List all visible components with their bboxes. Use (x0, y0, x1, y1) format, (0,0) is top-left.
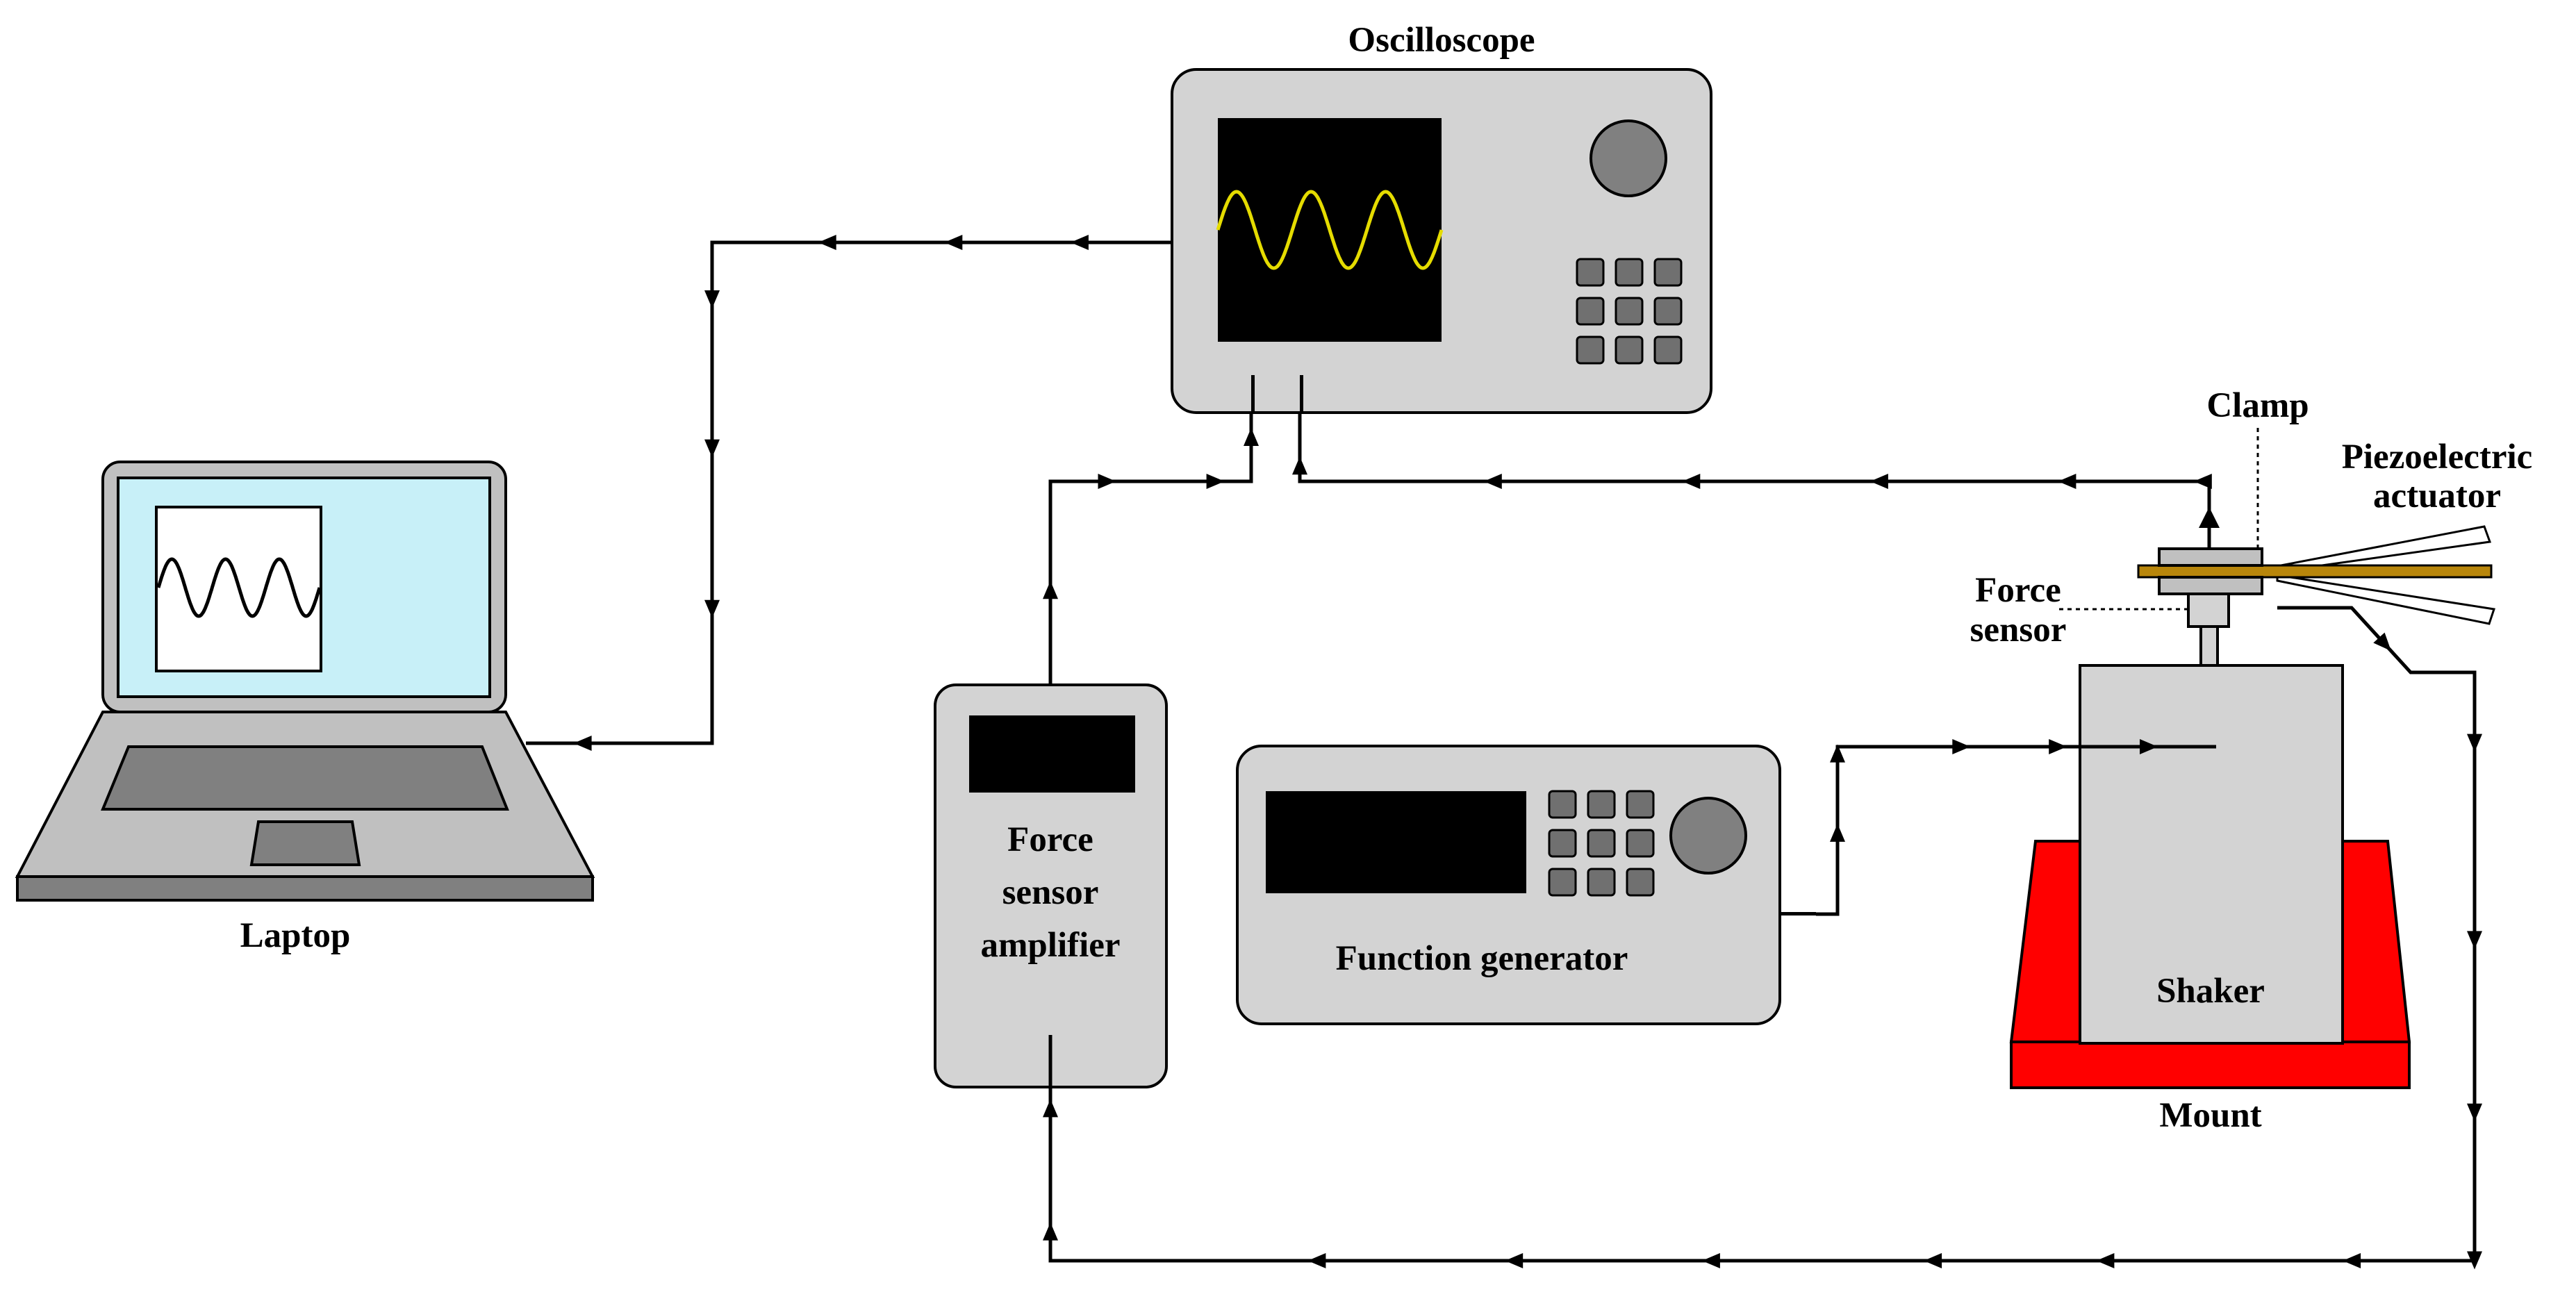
arrowhead (1505, 1253, 1524, 1268)
force-sensor-body (2187, 593, 2230, 628)
laptop-label: Laptop (240, 916, 351, 955)
arrowhead (1830, 823, 1845, 842)
force-sensor-icon (2056, 593, 2230, 628)
arrowhead (1869, 474, 1888, 489)
function-generator-output (1780, 912, 1816, 915)
mount-label: Mount (2159, 1096, 2261, 1135)
mount-base (2010, 1041, 2411, 1089)
oscilloscope-key (1576, 297, 1605, 326)
arrowhead (2193, 474, 2212, 489)
arrowhead (1924, 1253, 1942, 1268)
oscilloscope-keypad (1576, 258, 1683, 365)
oscilloscope-key (1576, 335, 1605, 365)
function-generator-icon (1236, 745, 1816, 1025)
function-generator-key (1548, 790, 1577, 819)
arrowhead (2373, 632, 2391, 652)
arrowhead (2467, 1103, 2482, 1122)
oscilloscope-key (1653, 258, 1683, 287)
clamp-bottom (2158, 576, 2263, 595)
laptop-icon (15, 461, 595, 902)
amplifier-icon (934, 683, 1168, 1088)
piezo-actuator-beam (2137, 564, 2493, 579)
function-generator-knob (1669, 797, 1747, 875)
oscilloscope-icon (1171, 68, 1712, 414)
arrowhead (1043, 581, 1058, 599)
laptop-touchpad (249, 820, 361, 866)
oscilloscope-knob (1590, 119, 1667, 197)
oscilloscope-key (1576, 258, 1605, 287)
oscilloscope-probe-port-2 (1300, 375, 1303, 414)
arrowhead (2343, 1253, 2361, 1268)
piezo-label-line-1: Piezoelectric (2342, 438, 2533, 477)
function-generator-key (1587, 868, 1616, 897)
amplifier-display (969, 715, 1135, 793)
arrowhead (1070, 235, 1089, 250)
oscilloscope-key (1615, 297, 1644, 326)
wire-actuator-to-amplifier (1048, 606, 2477, 1263)
amplifier-label-line-1: Force (1007, 820, 1093, 859)
clamp-top (2158, 547, 2263, 567)
clamp-icon (2158, 424, 2263, 595)
arrowhead (1701, 1253, 1720, 1268)
arrowhead (1098, 474, 1116, 489)
arrowhead (2058, 474, 2077, 489)
arrowhead (704, 290, 720, 308)
force-sensor-label-line-2: sensor (1970, 611, 2067, 649)
arrowhead (2049, 739, 2067, 754)
shaker-icon (2009, 625, 2411, 1089)
function-generator-key (1548, 868, 1577, 897)
function-generator-key (1587, 829, 1616, 858)
oscilloscope-key (1615, 335, 1644, 365)
oscilloscope-trace (1216, 190, 1444, 270)
laptop-plot-trace (156, 557, 322, 618)
signal-wires (526, 235, 2482, 1270)
force-sensor-label-line-1: Force (1975, 571, 2061, 610)
arrowhead (2467, 734, 2482, 752)
piezo-actuator-lower-deflected (2276, 574, 2495, 625)
arrowhead (2096, 1253, 2115, 1268)
arrowhead (2467, 1251, 2482, 1270)
wire-amplifier-to-oscilloscope (1048, 414, 1253, 685)
arrowhead (1292, 456, 1307, 475)
arrowhead (1244, 428, 1259, 446)
shaker-label: Shaker (2156, 972, 2265, 1011)
laptop-keyboard (101, 745, 509, 811)
function-generator-label: Function generator (1336, 939, 1628, 978)
arrowhead (1043, 1222, 1058, 1241)
amplifier-label-line-2: sensor (1002, 873, 1099, 912)
clamp-label: Clamp (2206, 386, 2309, 425)
piezo-actuator-icon (2137, 525, 2495, 625)
arrowhead (944, 235, 963, 250)
function-generator-keypad (1548, 790, 1655, 897)
function-generator-key (1587, 790, 1616, 819)
oscilloscope-key (1615, 258, 1644, 287)
amplifier-label-line-3: amplifier (980, 926, 1120, 965)
oscilloscope-key (1653, 335, 1683, 365)
piezo-label-line-2: actuator (2373, 477, 2501, 515)
arrowhead (2467, 931, 2482, 950)
arrowhead (818, 235, 836, 250)
function-generator-key (1626, 790, 1655, 819)
function-generator-key (1626, 829, 1655, 858)
oscilloscope-key (1653, 297, 1683, 326)
wire-oscilloscope-to-laptop (526, 240, 1172, 745)
arrowhead (1206, 474, 1225, 489)
arrowhead (1043, 1099, 1058, 1118)
function-generator-key (1548, 829, 1577, 858)
arrowhead (1952, 739, 1971, 754)
arrowhead (1682, 474, 1701, 489)
function-generator-key (1626, 868, 1655, 897)
shaker-rod (2199, 625, 2219, 667)
oscilloscope-probe-port-1 (1251, 375, 1255, 414)
laptop-base-edge (16, 875, 594, 902)
arrowhead (1307, 1253, 1326, 1268)
oscilloscope-label: Oscilloscope (1348, 21, 1535, 60)
arrowhead (704, 439, 720, 458)
arrowhead (704, 599, 720, 618)
arrowhead (573, 736, 592, 751)
arrowhead (1830, 744, 1845, 763)
function-generator-display (1266, 791, 1526, 893)
arrowhead (1483, 474, 1502, 489)
